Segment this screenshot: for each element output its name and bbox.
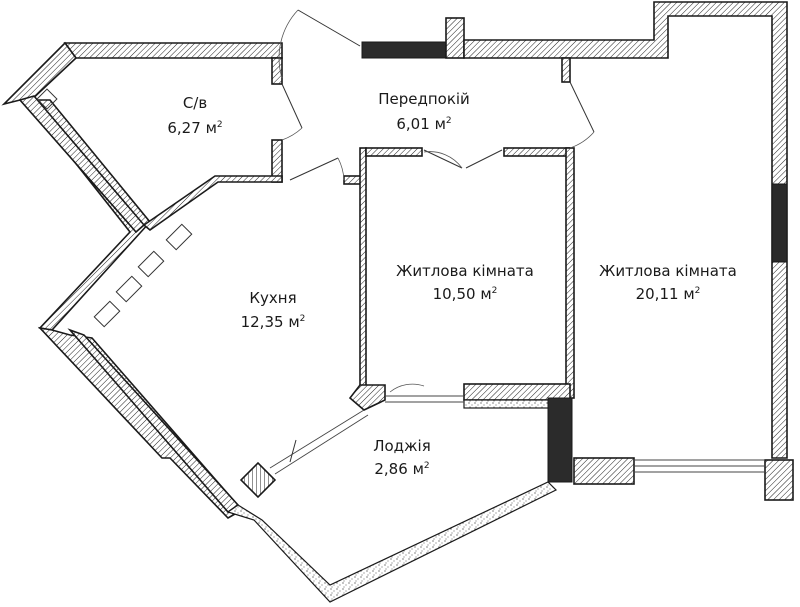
column-kitchen-corner [348, 384, 386, 411]
wall-right-window [771, 183, 788, 263]
room-loggia: Лоджія 2,86 м2 [373, 437, 431, 478]
door-small-room [423, 149, 503, 169]
vent-shaft-bathroom [36, 88, 58, 110]
door-bathroom [281, 83, 303, 141]
room-living-small: Житлова кімната 10,50 м2 [396, 262, 534, 303]
door-loggia-kitchen [289, 439, 297, 463]
wall-hallway-top-dark [361, 41, 447, 59]
room-name-hallway: Передпокій [378, 90, 470, 108]
wall-bathroom-jamb-upper [271, 57, 283, 85]
wall-partition-rooms [565, 147, 575, 399]
room-area-bathroom: 6,27 м2 [167, 119, 222, 137]
room-name-living-small: Житлова кімната [396, 262, 534, 280]
vent-block-1 [165, 223, 193, 251]
room-name-bathroom: С/в [183, 94, 207, 112]
wall-loggia-top-right [463, 399, 555, 409]
wall-hallway-right-upper [561, 57, 571, 83]
room-bathroom: С/в 6,27 м2 [167, 94, 222, 137]
room-name-living-large: Житлова кімната [599, 262, 737, 280]
wall-kitchen-diagonal [18, 95, 146, 234]
room-area-loggia: 2,86 м2 [374, 460, 429, 478]
wall-top-bathroom [63, 42, 283, 59]
room-area-hallway: 6,01 м2 [396, 115, 451, 133]
wall-hallway-top-left [445, 17, 465, 59]
door-large-room [569, 81, 595, 149]
room-name-kitchen: Кухня [249, 289, 296, 307]
room-kitchen: Кухня 12,35 м2 [241, 289, 306, 331]
wall-loggia-right [547, 397, 573, 483]
vent-block-4 [93, 300, 121, 328]
door-kitchen [289, 157, 345, 181]
door-entrance [278, 9, 361, 79]
column-bottom-right [764, 459, 794, 501]
wall-large-room-bottom [573, 457, 635, 485]
window-kitchen-loggia [269, 409, 369, 475]
room-area-kitchen: 12,35 м2 [241, 313, 306, 331]
room-area-living-large: 20,11 м2 [636, 285, 701, 303]
wall-loggia-bottom [226, 481, 558, 603]
vent-block-2 [137, 250, 165, 278]
wall-kitchen-diagonal-lower [67, 328, 240, 514]
vent-block-3 [115, 275, 143, 303]
wall-small-room-left [359, 147, 367, 389]
column-loggia-left [239, 461, 277, 499]
room-area-living-small: 10,50 м2 [433, 285, 498, 303]
wall-hallway-bottom-right [503, 147, 571, 157]
wall-hallway-bottom-mid [365, 147, 423, 157]
window-large-room [634, 459, 765, 473]
room-name-loggia: Лоджія [373, 437, 431, 455]
room-hallway: Передпокій 6,01 м2 [378, 90, 470, 133]
wall-kitchen-top [142, 175, 283, 232]
wall-left-diagonal-upper [1, 41, 152, 331]
window-small-room-loggia [385, 395, 464, 403]
wall-top-right [463, 1, 788, 459]
room-living-large: Житлова кімната 20,11 м2 [599, 262, 737, 303]
door-loggia-small-room [389, 383, 425, 393]
